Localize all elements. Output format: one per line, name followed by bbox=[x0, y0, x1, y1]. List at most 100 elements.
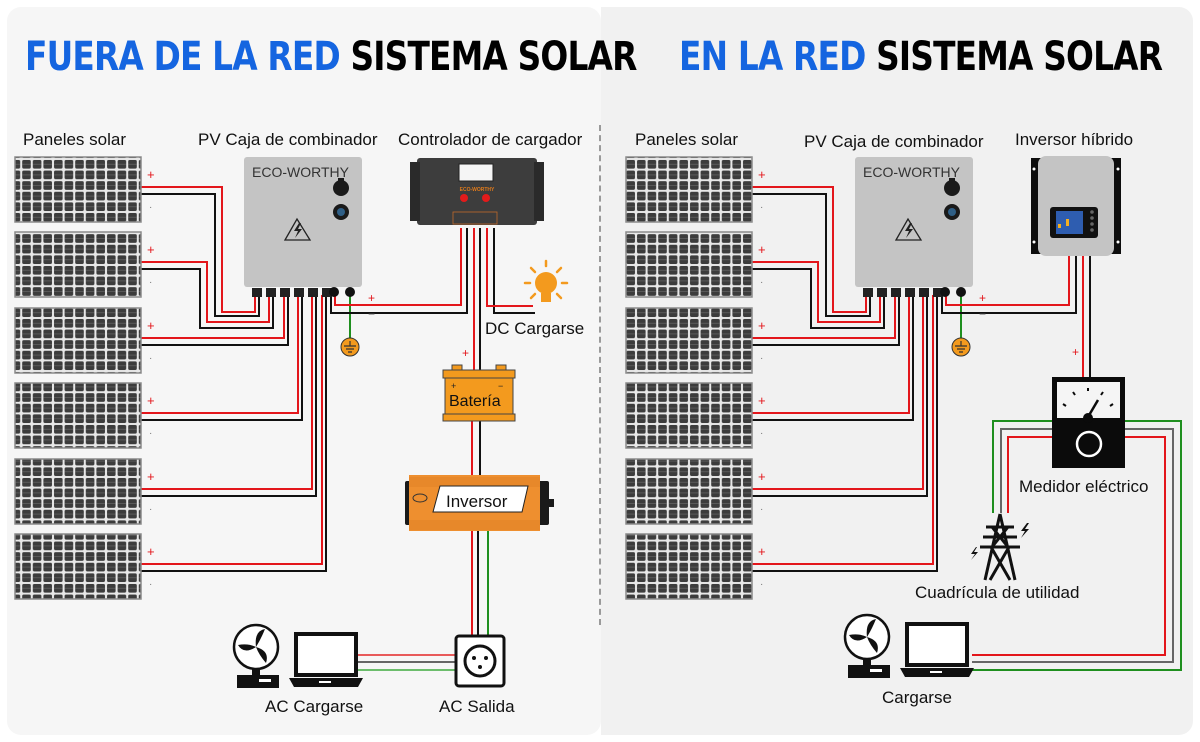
off-grid-solar-panel: +· bbox=[14, 231, 155, 298]
on-grid-devices: +·+·+·+·+·+·+−+ bbox=[625, 156, 1125, 678]
negative-sign: · bbox=[760, 202, 763, 213]
brand-logo-icon bbox=[412, 493, 428, 503]
mc4-connector-icon bbox=[266, 288, 276, 297]
laptop-icon bbox=[905, 622, 969, 667]
positive-sign: + bbox=[147, 469, 155, 484]
off-grid-title: FUERA DE LA RED SISTEMA SOLAR bbox=[25, 34, 637, 80]
positive-sign: + bbox=[758, 167, 766, 182]
on-grid-title: EN LA RED SISTEMA SOLAR bbox=[679, 34, 1163, 80]
charge-controller-body bbox=[417, 158, 537, 225]
mc4-connector-icon bbox=[308, 288, 318, 297]
electric-meter bbox=[1052, 377, 1125, 468]
solar-panel-icon bbox=[14, 156, 142, 223]
positive-wire bbox=[752, 295, 896, 339]
solar-panel-icon bbox=[14, 231, 142, 298]
battery-positive-sign: + bbox=[462, 346, 469, 360]
off-grid-devices: +·+·+·+·+·+·+−+ECO-WORTHY+− bbox=[14, 156, 569, 688]
positive-wire bbox=[141, 295, 285, 339]
solar-panel-icon bbox=[14, 382, 142, 449]
controller-brand: ECO-WORTHY bbox=[460, 187, 495, 193]
negative-wire bbox=[752, 295, 938, 572]
solar-panel-icon bbox=[625, 458, 753, 525]
off-grid-ac-loads bbox=[232, 623, 363, 688]
utility-grid bbox=[971, 513, 1029, 581]
negative-wire bbox=[1000, 428, 1052, 513]
on-grid-ac-loads bbox=[843, 613, 974, 678]
negative-sign: · bbox=[149, 428, 152, 439]
light-bulb-icon bbox=[535, 272, 557, 294]
negative-sign: · bbox=[149, 277, 152, 288]
mc4-connector-icon bbox=[905, 288, 915, 297]
positive-sign: + bbox=[758, 393, 766, 408]
negative-sign: · bbox=[760, 579, 763, 590]
charge-controller: ECO-WORTHY bbox=[410, 158, 544, 225]
negative-sign: · bbox=[149, 353, 152, 364]
solar-panel-icon bbox=[625, 231, 753, 298]
transmission-tower-icon bbox=[980, 513, 1020, 581]
output-negative-sign: − bbox=[979, 307, 986, 321]
solar-panel-icon bbox=[14, 307, 142, 374]
off-grid-wires bbox=[141, 186, 535, 671]
label-combiner-right: PV Caja de combinador bbox=[804, 132, 984, 151]
positive-wire bbox=[752, 261, 881, 323]
lcd-screen-icon bbox=[458, 163, 494, 182]
status-led-icon bbox=[1090, 210, 1094, 214]
mc4-connector-icon bbox=[863, 288, 873, 297]
negative-wire bbox=[141, 268, 274, 329]
off-grid-combiner-box bbox=[244, 157, 362, 297]
ground-connector-icon bbox=[956, 287, 966, 297]
positive-sign: + bbox=[147, 167, 155, 182]
battery-negative-terminal: − bbox=[498, 381, 503, 391]
negative-wire bbox=[752, 193, 871, 317]
terminal-block-icon bbox=[452, 211, 498, 225]
solar-panel-icon bbox=[625, 382, 753, 449]
negative-sign: · bbox=[760, 504, 763, 515]
dc-load-bulb bbox=[523, 259, 569, 302]
negative-wire bbox=[972, 428, 1174, 663]
inverter bbox=[405, 475, 554, 531]
output-connector-icon bbox=[329, 287, 339, 297]
negative-wire bbox=[752, 295, 928, 497]
label-solar-panels-left: Paneles solar bbox=[23, 130, 127, 149]
negative-sign: · bbox=[760, 353, 763, 364]
negative-wire bbox=[141, 295, 303, 421]
negative-sign: · bbox=[149, 202, 152, 213]
solar-panel-icon bbox=[14, 458, 142, 525]
label-inverter: Inversor bbox=[446, 492, 508, 511]
positive-wire bbox=[141, 295, 313, 490]
hybrid-inverter bbox=[1031, 156, 1121, 256]
negative-wire bbox=[493, 228, 535, 314]
on-grid-solar-panel: +· bbox=[625, 533, 766, 600]
positive-sign: + bbox=[758, 469, 766, 484]
mc4-connector-icon bbox=[919, 288, 929, 297]
hybrid-inverter-body bbox=[1038, 156, 1114, 256]
ground-wire bbox=[972, 420, 1182, 671]
positive-sign: + bbox=[147, 242, 155, 257]
battery: +− bbox=[442, 364, 516, 422]
negative-wire bbox=[141, 295, 327, 572]
label-controller: Controlador de cargador bbox=[398, 130, 583, 149]
mc4-connector-icon bbox=[877, 288, 887, 297]
off-grid-ground bbox=[340, 337, 360, 357]
power-outlet-icon bbox=[454, 634, 506, 688]
positive-wire bbox=[972, 436, 1166, 656]
laptop-icon bbox=[294, 632, 358, 677]
label-battery: Batería bbox=[449, 393, 501, 410]
on-grid-ground bbox=[951, 337, 971, 357]
output-positive-sign: + bbox=[368, 291, 375, 305]
mc4-connector-icon bbox=[322, 288, 332, 297]
solar-panel-icon bbox=[14, 533, 142, 600]
ground-icon bbox=[340, 337, 360, 357]
meter-positive-sign: + bbox=[1072, 345, 1079, 359]
battery-icon bbox=[442, 369, 516, 379]
positive-wire bbox=[141, 295, 323, 565]
positive-sign: + bbox=[147, 393, 155, 408]
on-grid-wires bbox=[752, 186, 1182, 671]
positive-sign: + bbox=[147, 544, 155, 559]
combiner-box-body bbox=[855, 157, 973, 287]
section-divider bbox=[599, 125, 601, 625]
negative-sign: · bbox=[149, 579, 152, 590]
ground-icon bbox=[951, 337, 971, 357]
positive-wire bbox=[141, 186, 256, 313]
